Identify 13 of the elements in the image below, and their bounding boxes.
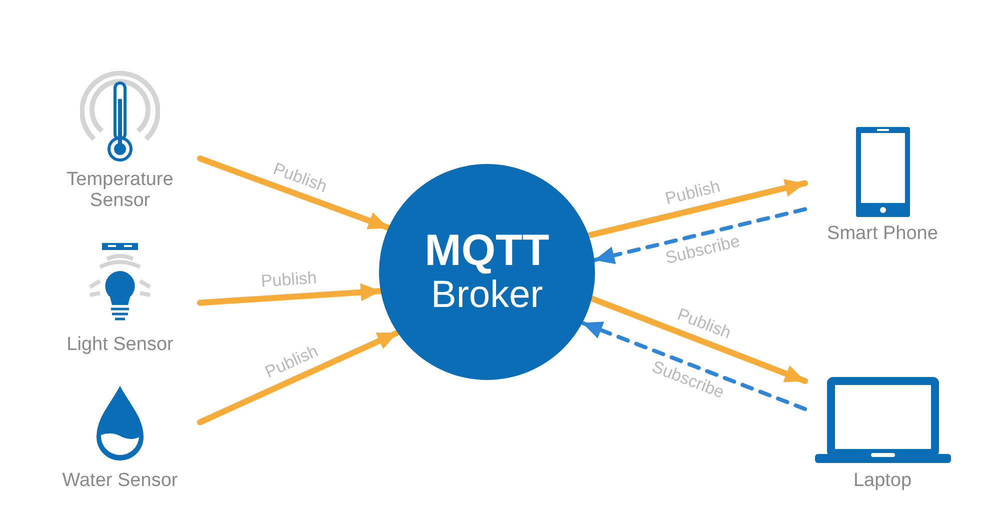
arrow <box>588 296 808 384</box>
device-label: Laptop <box>853 471 912 492</box>
device-label: Smart Phone <box>827 224 938 245</box>
arrow <box>197 330 401 426</box>
broker-title: MQTT <box>424 226 550 276</box>
device-label: Light Sensor <box>66 335 174 356</box>
arrow <box>586 179 808 238</box>
broker-subtitle: Broker <box>431 275 543 318</box>
arrow <box>197 155 392 231</box>
device-label: Water Sensor <box>62 471 178 492</box>
dashed-arrow <box>592 207 807 264</box>
device-label: Temperature Sensor <box>66 170 174 212</box>
dashed-arrow <box>580 320 807 412</box>
